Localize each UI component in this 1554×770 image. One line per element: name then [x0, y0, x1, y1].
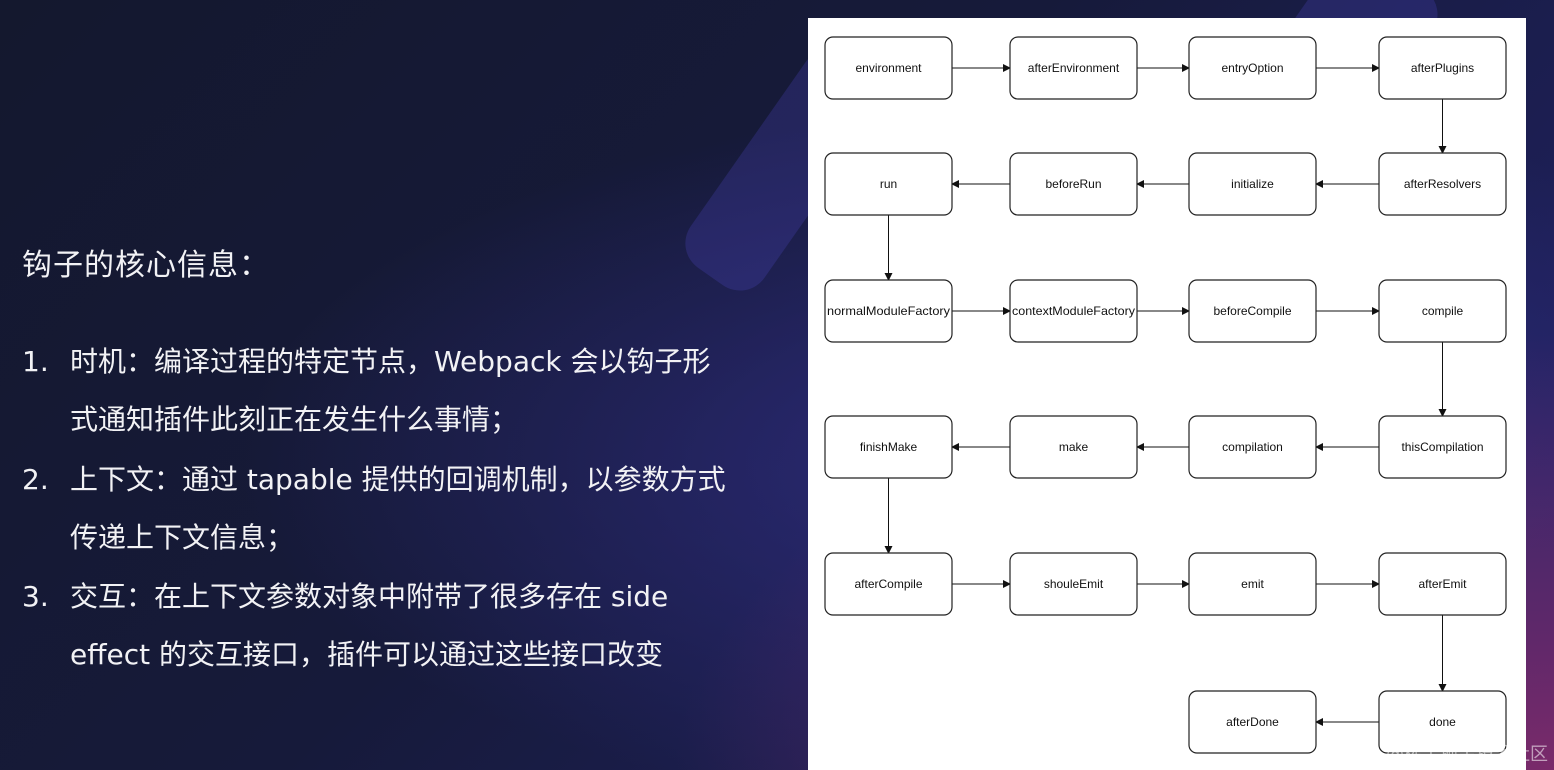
node-box: [824, 279, 953, 343]
list-text: 上下文：通过 tapable 提供的回调机制，以参数方式传递上下文信息；: [70, 463, 726, 554]
list-text: 时机：编译过程的特定节点，Webpack 会以钩子形式通知插件此刻正在发生什么事…: [70, 345, 711, 436]
node-label: compilation: [1222, 440, 1283, 454]
node-label: initialize: [1231, 177, 1274, 191]
node-box: [824, 152, 953, 216]
node-box: [824, 415, 953, 479]
node-box: [1188, 152, 1317, 216]
node-box: [1378, 36, 1507, 100]
node-box: [1009, 552, 1138, 616]
section-heading: 钩子的核心信息：: [22, 248, 270, 283]
node-label: compile: [1422, 304, 1464, 318]
node-box: [1009, 152, 1138, 216]
node-initialize: initialize: [1188, 152, 1317, 216]
list-number: 3.: [22, 580, 49, 613]
node-label: shouleEmit: [1044, 577, 1104, 591]
node-label: beforeRun: [1045, 177, 1101, 191]
node-label: emit: [1241, 577, 1264, 591]
node-afterEnvironment: afterEnvironment: [1009, 36, 1138, 100]
node-run: run: [824, 152, 953, 216]
node-afterResolvers: afterResolvers: [1378, 152, 1507, 216]
node-box: [824, 552, 953, 616]
list-number: 2.: [22, 463, 49, 496]
flow-diagram-svg: environment afterEnvironment entryOption af…: [824, 36, 1507, 754]
node-box: [1378, 415, 1507, 479]
node-box: [1188, 279, 1317, 343]
node-afterEmit: afterEmit: [1378, 552, 1507, 616]
node-label: run: [880, 177, 897, 191]
node-compilation: compilation: [1188, 415, 1317, 479]
list-number: 1.: [22, 345, 49, 378]
node-beforeRun: beforeRun: [1009, 152, 1138, 216]
node-box: [1378, 690, 1507, 754]
node-label: afterResolvers: [1404, 177, 1481, 191]
node-label: thisCompilation: [1401, 440, 1483, 454]
node-label: beforeCompile: [1213, 304, 1291, 318]
node-box: [1009, 36, 1138, 100]
node-beforeCompile: beforeCompile: [1188, 279, 1317, 343]
node-emit: emit: [1188, 552, 1317, 616]
node-afterPlugins: afterPlugins: [1378, 36, 1507, 100]
watermark: @稀土掘金技术社区: [1386, 744, 1548, 765]
node-afterDone: afterDone: [1188, 690, 1317, 754]
node-contextModuleFactory: contextModuleFactory: [1009, 279, 1138, 343]
node-entryOption: entryOption: [1188, 36, 1317, 100]
node-box: [1188, 36, 1317, 100]
node-thisCompilation: thisCompilation: [1378, 415, 1507, 479]
node-box: [1009, 279, 1138, 343]
node-label: afterDone: [1226, 715, 1279, 729]
node-box: [1009, 415, 1138, 479]
node-box: [1188, 552, 1317, 616]
node-label: entryOption: [1221, 61, 1283, 75]
node-box: [1378, 279, 1507, 343]
hook-flow-diagram: environment afterEnvironment entryOption af…: [808, 18, 1526, 770]
node-label: contextModuleFactory: [1012, 304, 1135, 318]
node-label: finishMake: [860, 440, 918, 454]
node-label: afterEnvironment: [1028, 61, 1120, 75]
node-finishMake: finishMake: [824, 415, 953, 479]
node-normalModuleFactory: normalModuleFactory: [824, 279, 953, 343]
node-done: done: [1378, 690, 1507, 754]
node-box: [1188, 415, 1317, 479]
node-environment: environment: [824, 36, 953, 100]
node-box: [1378, 152, 1507, 216]
node-label: environment: [855, 61, 922, 75]
node-label: normalModuleFactory: [827, 304, 950, 318]
node-label: make: [1059, 440, 1089, 454]
node-label: done: [1429, 715, 1456, 729]
node-label: afterPlugins: [1411, 61, 1474, 75]
node-label: afterCompile: [854, 577, 922, 591]
node-box: [824, 36, 953, 100]
node-shouleEmit: shouleEmit: [1009, 552, 1138, 616]
list-text: 交互：在上下文参数对象中附带了很多存在 side effect 的交互接口，插件…: [70, 580, 669, 671]
node-label: afterEmit: [1418, 577, 1467, 591]
node-box: [1188, 690, 1317, 754]
node-box: [1378, 552, 1507, 616]
node-make: make: [1009, 415, 1138, 479]
node-compile: compile: [1378, 279, 1507, 343]
node-afterCompile: afterCompile: [824, 552, 953, 616]
